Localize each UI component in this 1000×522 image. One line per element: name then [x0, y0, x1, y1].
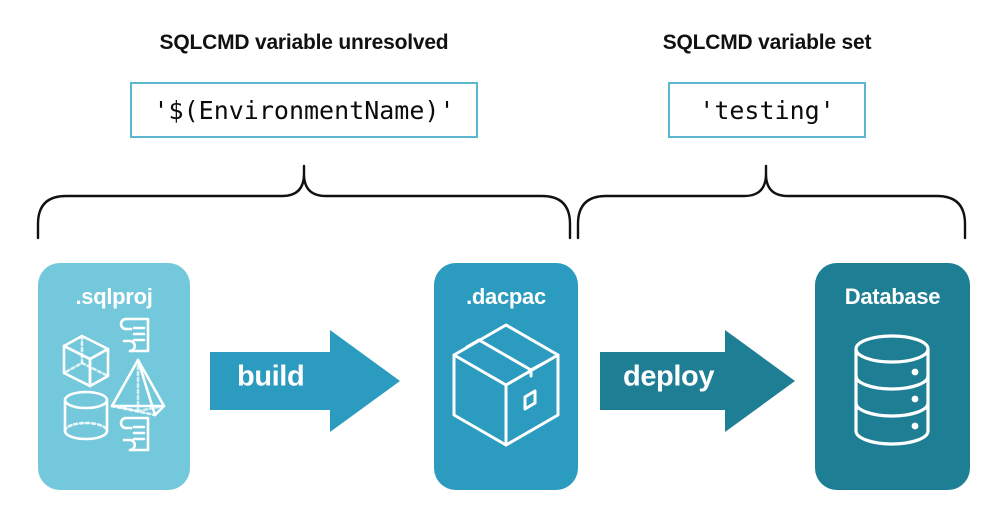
arrow-build-label: build: [237, 360, 305, 393]
artifact-label-sqlproj: .sqlproj: [75, 284, 153, 309]
database-status-dot-3: [911, 422, 919, 430]
arrow-deploy-label: deploy: [623, 360, 715, 393]
artifact-label-dacpac: .dacpac: [466, 284, 546, 309]
arrow-build: build: [205, 326, 405, 436]
arrow-deploy: deploy: [595, 326, 800, 436]
package-box-icon: [452, 323, 560, 447]
brace-right: [576, 164, 967, 240]
artifact-box-dacpac[interactable]: .dacpac: [434, 263, 578, 490]
heading-sqlcmd-variable-set: SQLCMD variable set: [662, 31, 872, 54]
pyramid-icon: [110, 358, 166, 417]
code-value-box-unresolved: '$(EnvironmentName)': [130, 82, 478, 138]
code-value-box-set: 'testing': [668, 82, 866, 138]
cube-icon: [62, 334, 110, 388]
database-cylinder-icon: [854, 334, 930, 446]
scroll-icon-top: [119, 317, 150, 353]
scroll-icon-bottom: [119, 416, 150, 452]
database-status-dot-2: [911, 395, 919, 403]
brace-left: [36, 164, 572, 240]
arrow-deploy-shape: [600, 330, 795, 432]
cylinder-icon: [63, 390, 109, 441]
arrow-build-shape: [210, 330, 400, 432]
artifact-box-sqlproj[interactable]: .sqlproj: [38, 263, 190, 490]
artifact-label-database: Database: [844, 284, 941, 309]
heading-sqlcmd-variable-unresolved: SQLCMD variable unresolved: [159, 31, 449, 54]
artifact-box-database[interactable]: Database: [815, 263, 970, 490]
brace-group: [36, 164, 967, 240]
database-status-dot-1: [911, 368, 919, 376]
